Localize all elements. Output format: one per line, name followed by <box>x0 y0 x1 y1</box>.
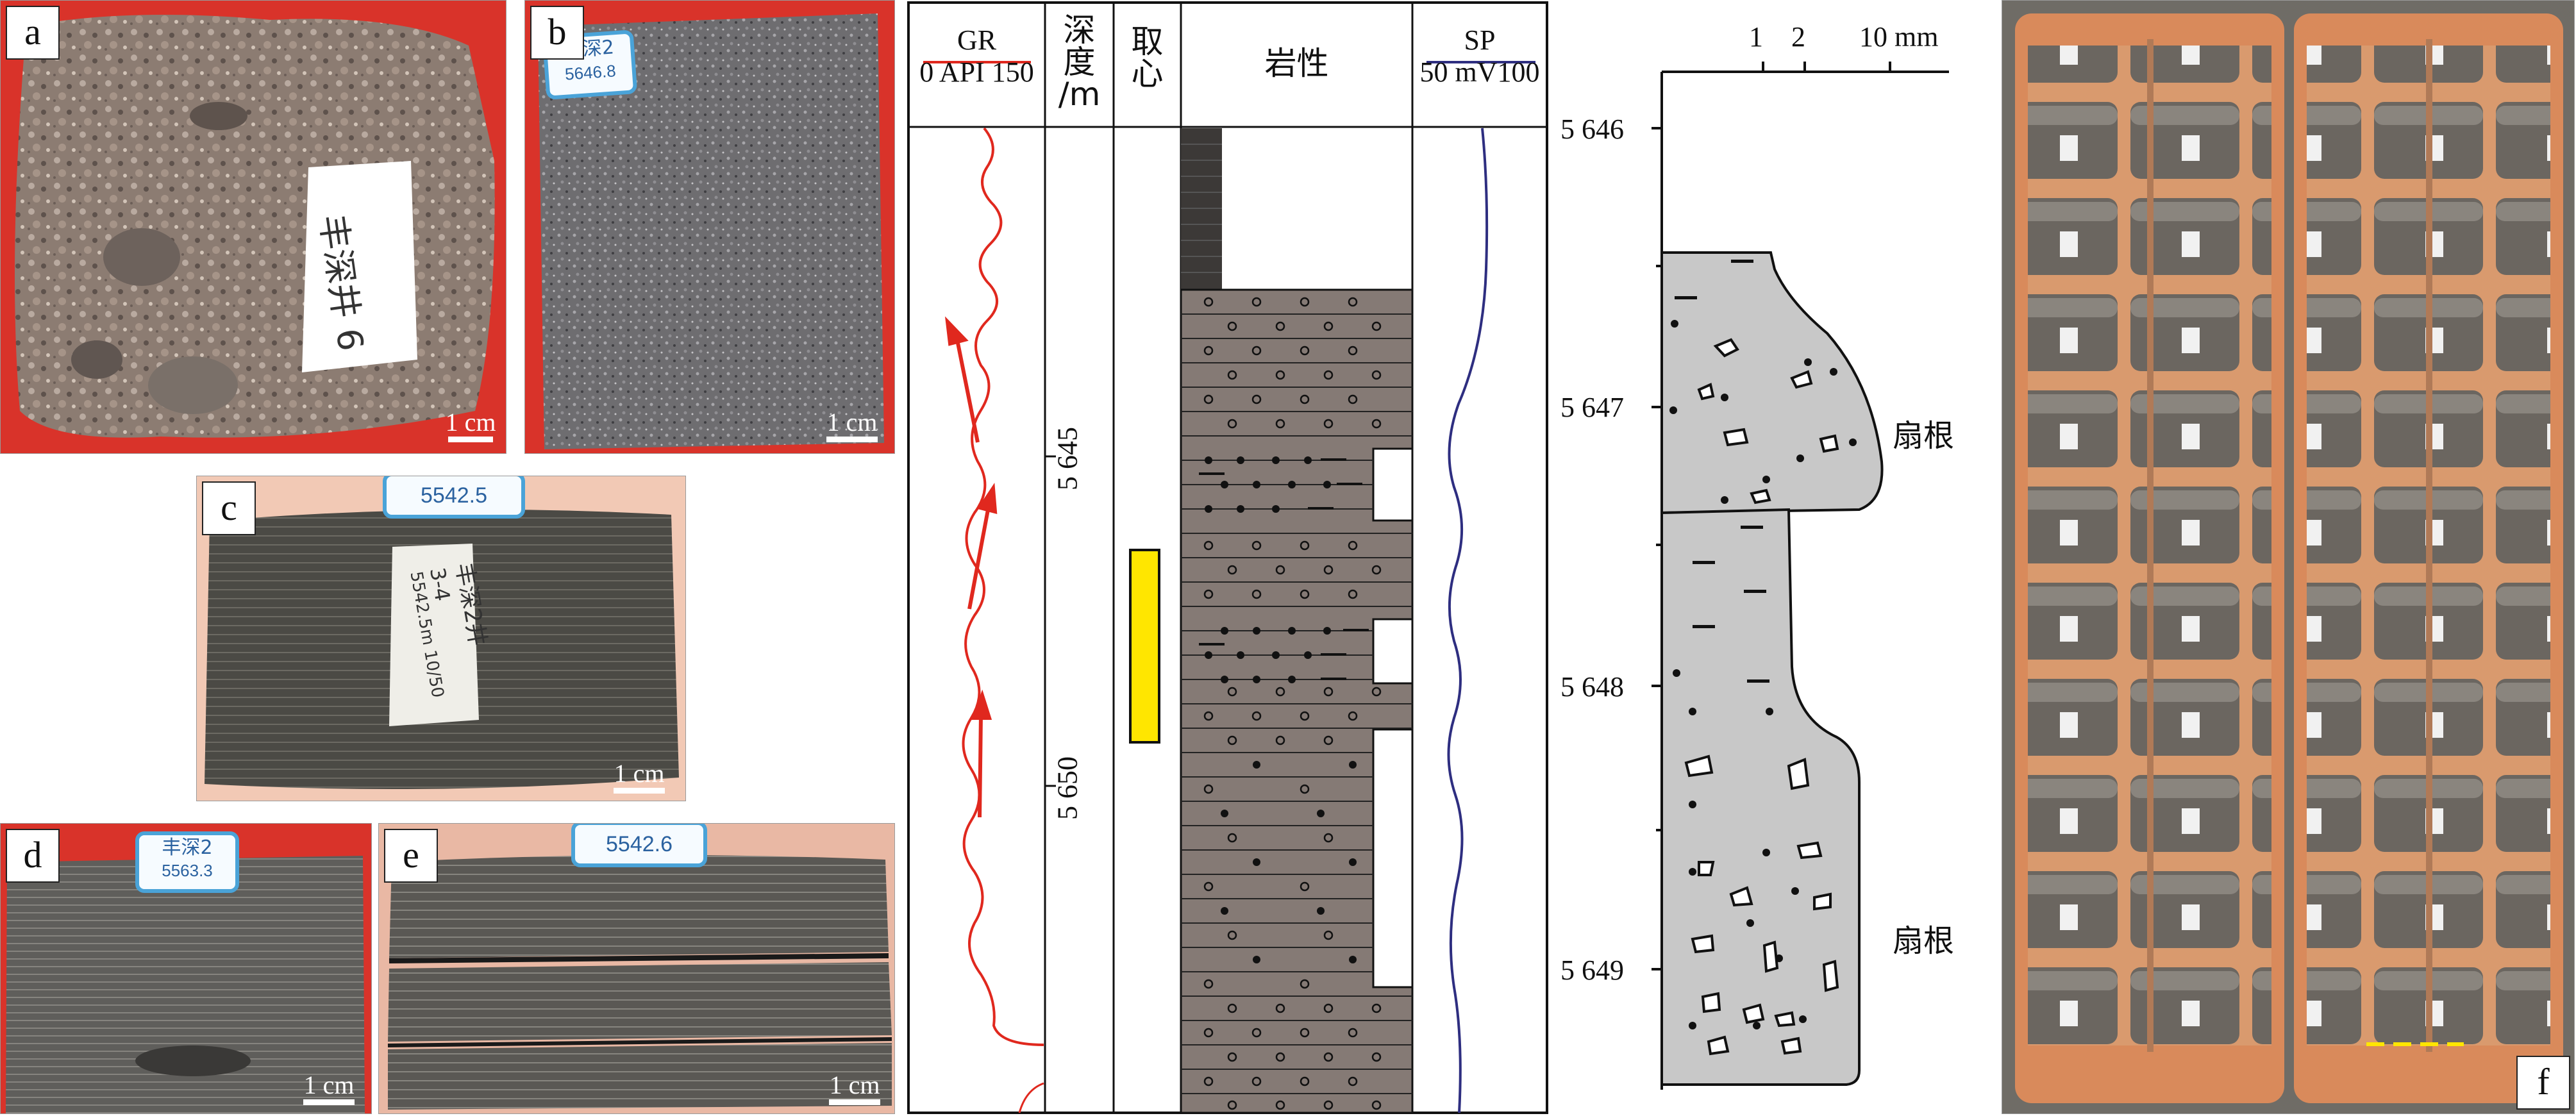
sp-curve <box>1447 128 1489 1113</box>
gr-trend-arrows <box>944 316 998 818</box>
section-depth-5648: 5 648 <box>1560 671 1624 703</box>
sp-scale: 50 mV100 <box>1412 56 1547 88</box>
fan-root-body-lower <box>1660 508 1861 1086</box>
sample-tag-c: 5542.5 <box>383 476 525 519</box>
lith-conglomerate-body <box>1180 288 1414 1114</box>
depth-header: 深 度 /m <box>1045 14 1114 110</box>
laminated-core-e <box>387 854 892 1110</box>
core-header-line1: 取 <box>1131 23 1164 60</box>
panel-letter-c: c <box>202 481 256 535</box>
depth-header-line2: 度 <box>1063 44 1096 81</box>
panel-letter-a: a <box>6 6 60 60</box>
scale-label-b: 1 cm <box>826 408 878 437</box>
section-depth-5646: 5 646 <box>1560 113 1624 145</box>
gr-title: GR <box>957 24 997 56</box>
sp-min: 50 <box>1419 56 1448 88</box>
lithology-header: 岩性 <box>1264 45 1329 82</box>
gr-header: GR 0 API 150 <box>908 24 1045 88</box>
mm-scale-tick-2: 2 <box>1791 21 1805 53</box>
laminated-core-d <box>6 856 365 1113</box>
photo-panel-d: 丰深2 5563.3 d 1 cm <box>0 823 372 1114</box>
fan-root-dots <box>1669 320 1857 1029</box>
well-log-chart <box>907 1 1548 1114</box>
mm-scale-tick-1: 1 <box>1749 21 1763 53</box>
fan-root-gravel-clasts <box>1684 338 1839 1056</box>
panel-letter-b: b <box>530 6 584 60</box>
scale-label-e: 1 cm <box>829 1070 880 1099</box>
lith-pebble-dots <box>1199 456 1369 963</box>
scale-bar-d: 1 cm <box>297 1072 361 1105</box>
core-header: 取 心 <box>1114 26 1181 90</box>
panel-letter-e: e <box>384 829 438 883</box>
photo-panel-f: f <box>2002 0 2575 1114</box>
depth-tick-label-5645: 5 645 <box>1051 427 1083 490</box>
depth-header-line1: 深 <box>1063 12 1096 49</box>
section-depth-5647: 5 647 <box>1560 392 1624 423</box>
gr-curve <box>962 127 1044 1046</box>
sample-tag-d-line2: 5563.3 <box>162 861 213 880</box>
sp-header: SP 50 mV100 <box>1412 24 1547 88</box>
depth-header-line3: /m <box>1058 76 1101 113</box>
gr-min: 0 <box>919 56 934 88</box>
laminated-core-c <box>205 510 679 789</box>
gr-scale: 0 API 150 <box>908 56 1045 88</box>
photo-panel-a: 丰深井 6 a 1 cm <box>0 0 506 454</box>
sample-tag-d-line1: 丰深2 <box>162 837 213 859</box>
lith-gravel-symbols <box>1203 297 1382 1110</box>
conglomerate-core-a <box>15 15 495 438</box>
depth-tick-label-5650: 5 650 <box>1051 756 1083 820</box>
gr-unit: API <box>939 56 985 88</box>
photo-panel-c: 5542.5 丰深2井 3-4 5542.5m 10/50 c 1 cm <box>196 476 686 801</box>
facies-label-lower: 扇根 <box>1893 923 1955 959</box>
sp-title: SP <box>1464 24 1496 56</box>
core-interval-bar <box>1129 549 1160 744</box>
scale-label-a: 1 cm <box>445 408 496 437</box>
panel-letter-f: f <box>2516 1056 2570 1110</box>
panel-letter-d: d <box>6 829 60 883</box>
scale-bar-e: 1 cm <box>823 1072 887 1105</box>
sandstone-core-b <box>538 13 884 449</box>
scale-label-d: 1 cm <box>303 1070 355 1099</box>
scale-bar-b: 1 cm <box>820 410 884 442</box>
gr-max: 150 <box>991 56 1034 88</box>
scale-bar-a: 1 cm <box>442 410 499 442</box>
sp-max: 100 <box>1497 56 1540 88</box>
section-depth-5649: 5 649 <box>1560 954 1624 986</box>
sample-tag-d: 丰深2 5563.3 <box>135 831 239 893</box>
facies-label-upper: 扇根 <box>1893 418 1955 454</box>
lith-bedding-lines <box>1181 313 1412 1094</box>
scale-label-c: 1 cm <box>614 759 665 788</box>
mm-scale-tick-10mm: 10 mm <box>1859 21 1939 53</box>
core-header-line2: 心 <box>1131 55 1164 92</box>
fan-root-dashes <box>1675 260 1769 683</box>
core-box-photo-f <box>2015 13 2563 1103</box>
photo-panel-b: 丰深2 5646.8 b 1 cm <box>524 0 895 454</box>
photo-panel-e: 5542.6 e 1 cm <box>378 823 895 1114</box>
fan-root-body-upper <box>1660 251 1884 515</box>
scale-bar-c: 1 cm <box>607 761 671 794</box>
sample-tag-e: 5542.6 <box>571 824 707 867</box>
sp-unit: mV <box>1455 56 1498 88</box>
